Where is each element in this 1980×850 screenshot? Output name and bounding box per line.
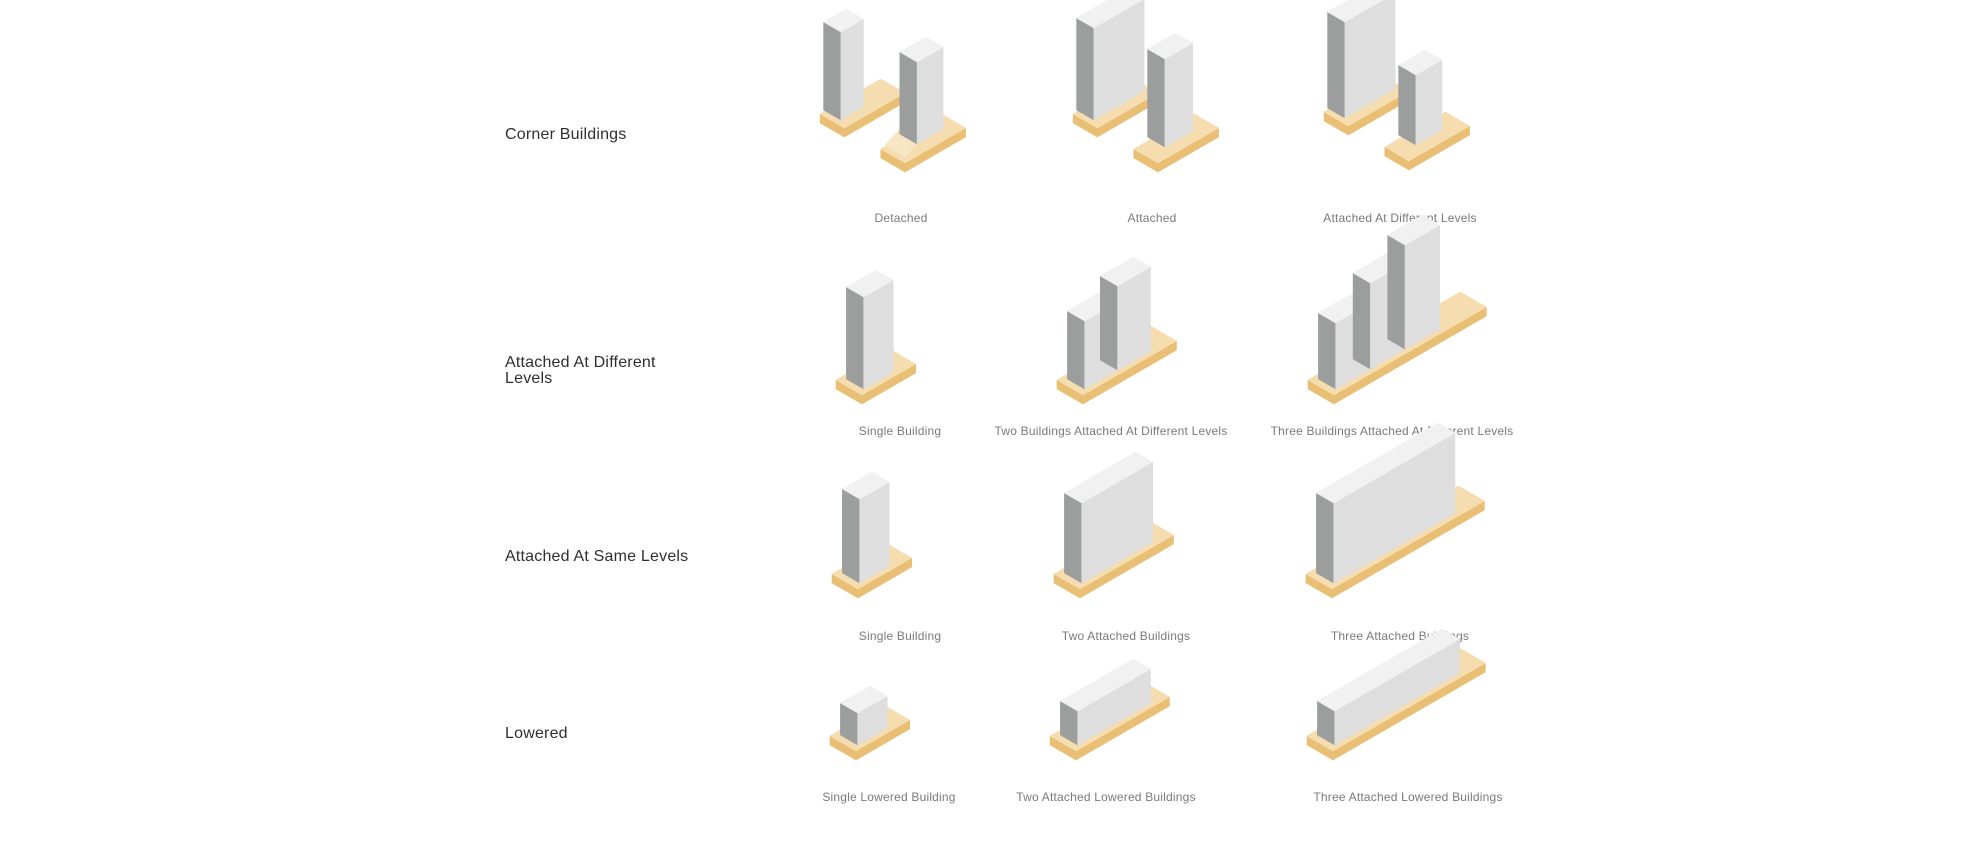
caption-two-attached-buildings: Two Attached Buildings	[1061, 629, 1191, 643]
illustration-single-building-block-1-side	[842, 488, 861, 584]
illustration-corner-attached-different-levels-wing-right-top	[1398, 49, 1443, 76]
illustration-two-attached-buildings-block-1-top	[1064, 451, 1153, 504]
illustration-corner-detached	[819, 8, 966, 173]
illustration-three-lowered-buildings-block-1-top	[1317, 628, 1460, 712]
illustration-two-buildings-stepped-block-2-top	[1100, 256, 1151, 287]
illustration-single-building-block-1-face	[859, 481, 890, 584]
illustration-corner-detached-tower-right-face	[916, 46, 944, 145]
illustration-three-lowered-buildings	[1306, 628, 1486, 761]
caption-three-lowered-buildings: Three Attached Lowered Buildings	[1313, 790, 1503, 804]
illustration-single-building	[831, 471, 913, 599]
illustration-corner-detached-tower-right-top	[899, 36, 944, 63]
caption-single-lowered-building: Single Lowered Building	[822, 790, 956, 804]
illustration-two-lowered-buildings	[1049, 658, 1170, 761]
row-title-attached-same-levels: Attached At Same Levels	[505, 548, 689, 565]
illustration-three-buildings-stepped	[1307, 214, 1487, 405]
illustration-two-buildings-stepped	[1056, 256, 1177, 405]
illustration-corner-attached-wing-right-side	[1147, 48, 1166, 148]
illustration-corner-attached-wing-right-top	[1147, 32, 1193, 60]
illustration-three-buildings-stepped-block-3-face	[1404, 224, 1440, 350]
illustration-three-attached-buildings-block-1-top	[1316, 422, 1456, 504]
illustration-corner-attached-wing-right-face	[1164, 42, 1193, 148]
illustration-three-attached-buildings	[1305, 422, 1485, 599]
illustration-corner-detached-tower-left-top	[823, 8, 864, 33]
illustration-corner-attached-different-levels-wing-right-side	[1398, 64, 1417, 146]
illustration-corner-attached-wing-left-face	[1093, 0, 1145, 121]
row-title-lowered: Lowered	[505, 725, 568, 742]
caption-single-building: Single Building	[858, 629, 942, 643]
illustration-corner-detached-tower-right-side	[899, 51, 918, 145]
illustration-three-buildings-stepped-block-1-side	[1318, 312, 1336, 390]
illustration-three-buildings-stepped-block-3-top	[1387, 214, 1440, 246]
illustration-corner-attached-wing-left-side	[1076, 17, 1095, 121]
row-title-attached-different-levels: Attached At Different Levels	[505, 354, 656, 387]
illustration-corner-detached-tower-left-side	[823, 21, 842, 121]
illustration-single-lowered-building-block-1-top	[840, 685, 888, 714]
illustration-two-buildings-stepped-block-2-side	[1100, 275, 1118, 371]
illustration-two-attached-buildings-block-1-side	[1064, 492, 1082, 584]
illustration-single-building-block-1-top	[842, 471, 890, 500]
illustration-three-attached-buildings-block-1-side	[1316, 492, 1334, 584]
illustration-corner-attached	[1072, 0, 1219, 173]
illustration-three-buildings-stepped-block-2-side	[1352, 272, 1371, 370]
illustration-two-lowered-buildings-block-1-top	[1060, 658, 1151, 712]
illustration-two-attached-buildings	[1053, 451, 1174, 599]
illustration-corner-attached-different-levels-wing-left-face	[1344, 0, 1396, 119]
illustration-corner-attached-different-levels-wing-left-top	[1327, 0, 1384, 23]
illustration-single-tall-building-block-1-top	[846, 269, 894, 298]
illustration-single-tall-building	[835, 269, 917, 405]
caption-attached: Attached	[1127, 211, 1177, 225]
caption-corner-different-levels: Attached At Different Levels	[1323, 211, 1477, 225]
illustration-corner-detached-tower-left-face	[840, 18, 864, 121]
caption-detached: Detached	[874, 211, 928, 225]
illustration-three-buildings-stepped-block-3-side	[1387, 234, 1406, 350]
caption-two-lowered-buildings: Two Attached Lowered Buildings	[1016, 790, 1196, 804]
illustration-single-tall-building-block-1-face	[863, 279, 894, 390]
caption-two-buildings-stepped: Two Buildings Attached At Different Leve…	[994, 424, 1228, 438]
illustration-corner-attached-different-levels	[1323, 0, 1470, 171]
row-title-corner-buildings: Corner Buildings	[505, 126, 627, 143]
caption-single-tall-building: Single Building	[858, 424, 942, 438]
illustration-two-buildings-stepped-block-1-side	[1067, 310, 1085, 390]
illustration-corner-attached-different-levels-wing-left-side	[1327, 11, 1346, 119]
illustration-single-lowered-building	[829, 685, 911, 761]
illustration-single-tall-building-block-1-side	[846, 286, 865, 390]
illustration-corner-attached-wing-left-top	[1076, 0, 1143, 29]
